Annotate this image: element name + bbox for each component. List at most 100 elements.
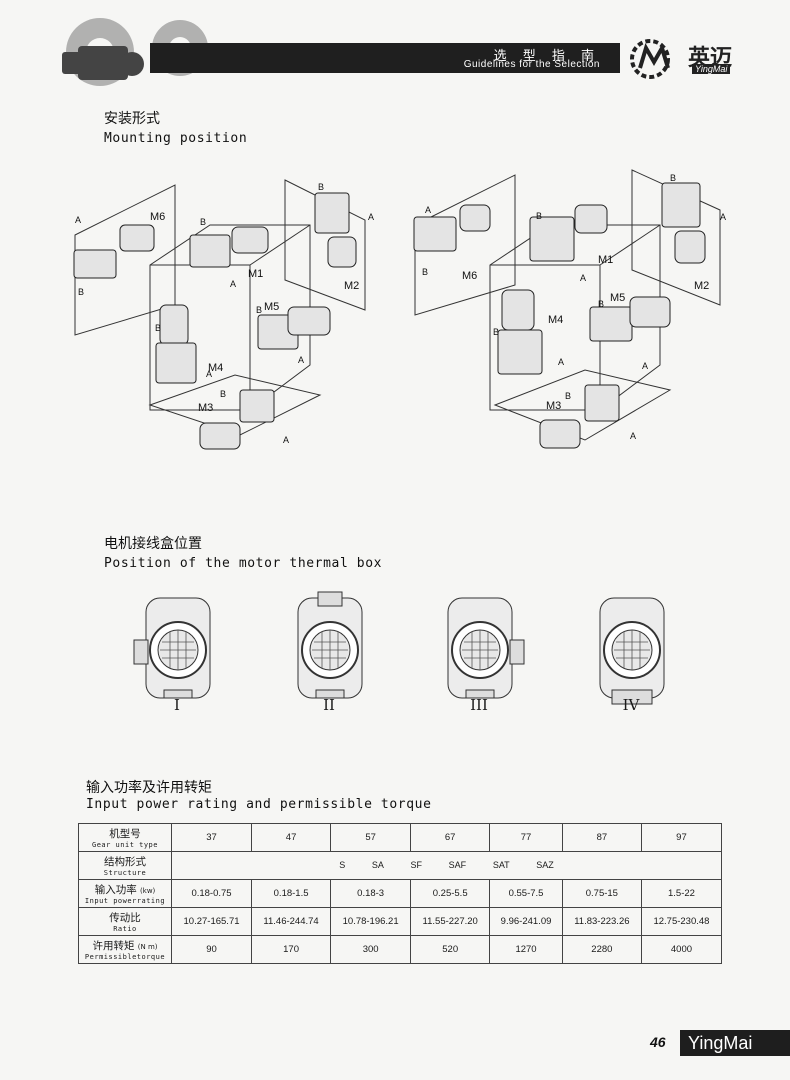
torque-cell: 1270 <box>489 935 563 964</box>
torque-cell: 90 <box>170 935 253 964</box>
page-footer: 46 YingMai <box>642 1030 790 1056</box>
header-cell: 结构形式 Structure <box>78 851 172 880</box>
svg-text:M5: M5 <box>610 292 625 304</box>
ratio-cell: 9.96-241.09 <box>489 907 563 936</box>
type-cell: 77 <box>489 823 563 852</box>
header-cell: 传动比 Ratio <box>78 907 172 936</box>
mounting-diagram-left: M6 M1 M2 M5 M4 M3 AB BA BA BA BA BA <box>73 179 374 450</box>
thermal-title-en: Position of the motor thermal box <box>104 556 383 571</box>
power-table: 机型号 Gear unit type 37 47 57 67 77 87 97 … <box>78 823 723 964</box>
svg-text:A: A <box>630 431 636 441</box>
logo-subtext: YingMai <box>692 64 731 74</box>
svg-text:M3: M3 <box>198 402 213 414</box>
svg-text:A: A <box>558 357 564 367</box>
svg-text:B: B <box>78 287 84 297</box>
type-cell: 37 <box>170 823 253 852</box>
header-subtitle: Guidelines for the Selection <box>463 59 600 70</box>
svg-text:A: A <box>368 212 374 222</box>
svg-text:B: B <box>670 173 676 183</box>
brand-logo: 英迈 YingMai <box>628 38 758 80</box>
power-cell: 0.25-5.5 <box>410 879 491 908</box>
ratio-cell: 10.78-196.21 <box>330 907 412 936</box>
torque-cell: 170 <box>251 935 332 964</box>
svg-text:B: B <box>256 305 262 315</box>
position-label-2: II <box>323 696 335 714</box>
footer-brand: YingMai <box>680 1030 790 1056</box>
power-cell: 0.18-3 <box>330 879 412 908</box>
svg-text:A: A <box>283 435 289 445</box>
svg-text:M3: M3 <box>546 400 561 412</box>
svg-text:M2: M2 <box>694 280 709 292</box>
header-cell: 许用转矩 (N m) Permissibletorque <box>78 935 172 964</box>
power-cell: 1.5-22 <box>640 879 723 908</box>
mounting-title-en: Mounting position <box>104 131 248 146</box>
torque-cell: 520 <box>410 935 491 964</box>
type-cell: 67 <box>410 823 491 852</box>
position-label-3: III <box>470 696 488 714</box>
svg-text:B: B <box>318 182 324 192</box>
svg-text:A: A <box>75 215 81 225</box>
svg-text:A: A <box>642 361 648 371</box>
svg-text:A: A <box>425 205 431 215</box>
power-cell: 0.18-0.75 <box>170 879 253 908</box>
thermal-box-view-2 <box>297 591 363 699</box>
table-row: 输入功率 (kw) Input powerrating 0.18-0.75 0.… <box>78 879 723 908</box>
ratio-cell: 11.46-244.74 <box>251 907 332 936</box>
table-row: 许用转矩 (N m) Permissibletorque 90 170 300 … <box>78 935 723 964</box>
svg-text:A: A <box>720 212 726 222</box>
svg-text:M4: M4 <box>548 314 563 326</box>
power-title-en: Input power rating and permissible torqu… <box>86 797 432 812</box>
table-row: 传动比 Ratio 10.27-165.71 11.46-244.74 10.7… <box>78 907 723 936</box>
svg-text:B: B <box>422 267 428 277</box>
power-cell: 0.55-7.5 <box>489 879 563 908</box>
svg-text:A: A <box>206 369 212 379</box>
svg-text:M1: M1 <box>248 268 263 280</box>
page-number: 46 <box>650 1034 666 1050</box>
torque-cell: 300 <box>330 935 412 964</box>
mounting-title-cn: 安装形式 <box>104 111 160 127</box>
ratio-cell: 11.83-223.26 <box>561 907 642 936</box>
svg-text:A: A <box>230 279 236 289</box>
svg-text:M1: M1 <box>598 254 613 266</box>
header-cell: 输入功率 (kw) Input powerrating <box>78 879 172 908</box>
ratio-cell: 10.27-165.71 <box>170 907 253 936</box>
position-label-1: I <box>174 696 180 714</box>
svg-text:M4: M4 <box>208 362 223 374</box>
torque-cell: 4000 <box>640 935 723 964</box>
svg-text:B: B <box>493 327 499 337</box>
type-cell: 57 <box>330 823 412 852</box>
thermal-box-view-4 <box>599 597 665 705</box>
type-cell: 97 <box>640 823 723 852</box>
position-label-4: IV <box>622 696 640 714</box>
svg-text:B: B <box>155 323 161 333</box>
header-cell: 机型号 Gear unit type <box>78 823 172 852</box>
svg-text:M6: M6 <box>150 211 165 223</box>
thermal-title-cn: 电机接线盒位置 <box>104 536 202 552</box>
header-title: 选 型 指 南 <box>493 49 600 64</box>
page-header: 选 型 指 南 Guidelines for the Selection 英迈 … <box>0 0 790 100</box>
svg-text:M5: M5 <box>264 301 279 313</box>
mounting-diagram-right: M6 M1 M2 M5 M4 M3 AB BA BA BA BA BA <box>413 169 726 449</box>
table-row: 结构形式 Structure S SA SF SAF SAT SAZ <box>78 851 722 880</box>
svg-text:A: A <box>580 273 586 283</box>
ratio-cell: 11.55-227.20 <box>410 907 491 936</box>
power-title-cn: 输入功率及许用转矩 <box>86 780 212 796</box>
structure-cell: S SA SF SAF SAT SAZ <box>171 851 722 880</box>
svg-text:B: B <box>565 391 571 401</box>
logo-gear-icon <box>630 39 670 79</box>
table-row: 机型号 Gear unit type 37 47 57 67 77 87 97 <box>78 823 723 852</box>
power-cell: 0.18-1.5 <box>251 879 332 908</box>
svg-text:M6: M6 <box>462 270 477 282</box>
svg-text:A: A <box>298 355 304 365</box>
thermal-box-view-1 <box>133 597 211 699</box>
svg-text:B: B <box>200 217 206 227</box>
torque-cell: 2280 <box>561 935 642 964</box>
svg-text:M2: M2 <box>344 280 359 292</box>
svg-text:B: B <box>220 389 226 399</box>
svg-text:B: B <box>598 299 604 309</box>
power-cell: 0.75-15 <box>561 879 642 908</box>
type-cell: 47 <box>251 823 332 852</box>
header-bar: 选 型 指 南 Guidelines for the Selection <box>150 43 620 73</box>
thermal-box-view-3 <box>447 597 525 699</box>
type-cell: 87 <box>561 823 642 852</box>
